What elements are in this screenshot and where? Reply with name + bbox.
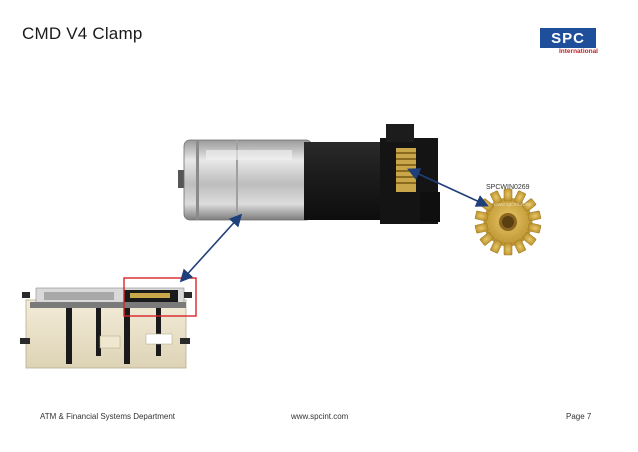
gear-watermark: www.spcint.com <box>494 202 530 208</box>
arrow-motor-to-gear <box>407 168 489 207</box>
highlight-box <box>123 277 197 317</box>
motor-image <box>178 124 440 224</box>
logo-subtitle: International <box>558 48 598 55</box>
spc-logo: SPC International <box>540 28 602 58</box>
slide-title: CMD V4 Clamp <box>22 24 143 43</box>
clamp-image <box>20 287 192 369</box>
footer-department: ATM & Financial Systems Department <box>40 412 176 421</box>
logo-brand: SPC <box>540 28 596 48</box>
part-number-label: SPCWIN0269 <box>486 184 530 191</box>
gear-image <box>474 188 542 256</box>
arrow-clamp-to-motor <box>179 213 243 283</box>
footer-website: www.spcint.com <box>291 412 349 421</box>
footer-page-number: Page 7 <box>566 412 592 421</box>
